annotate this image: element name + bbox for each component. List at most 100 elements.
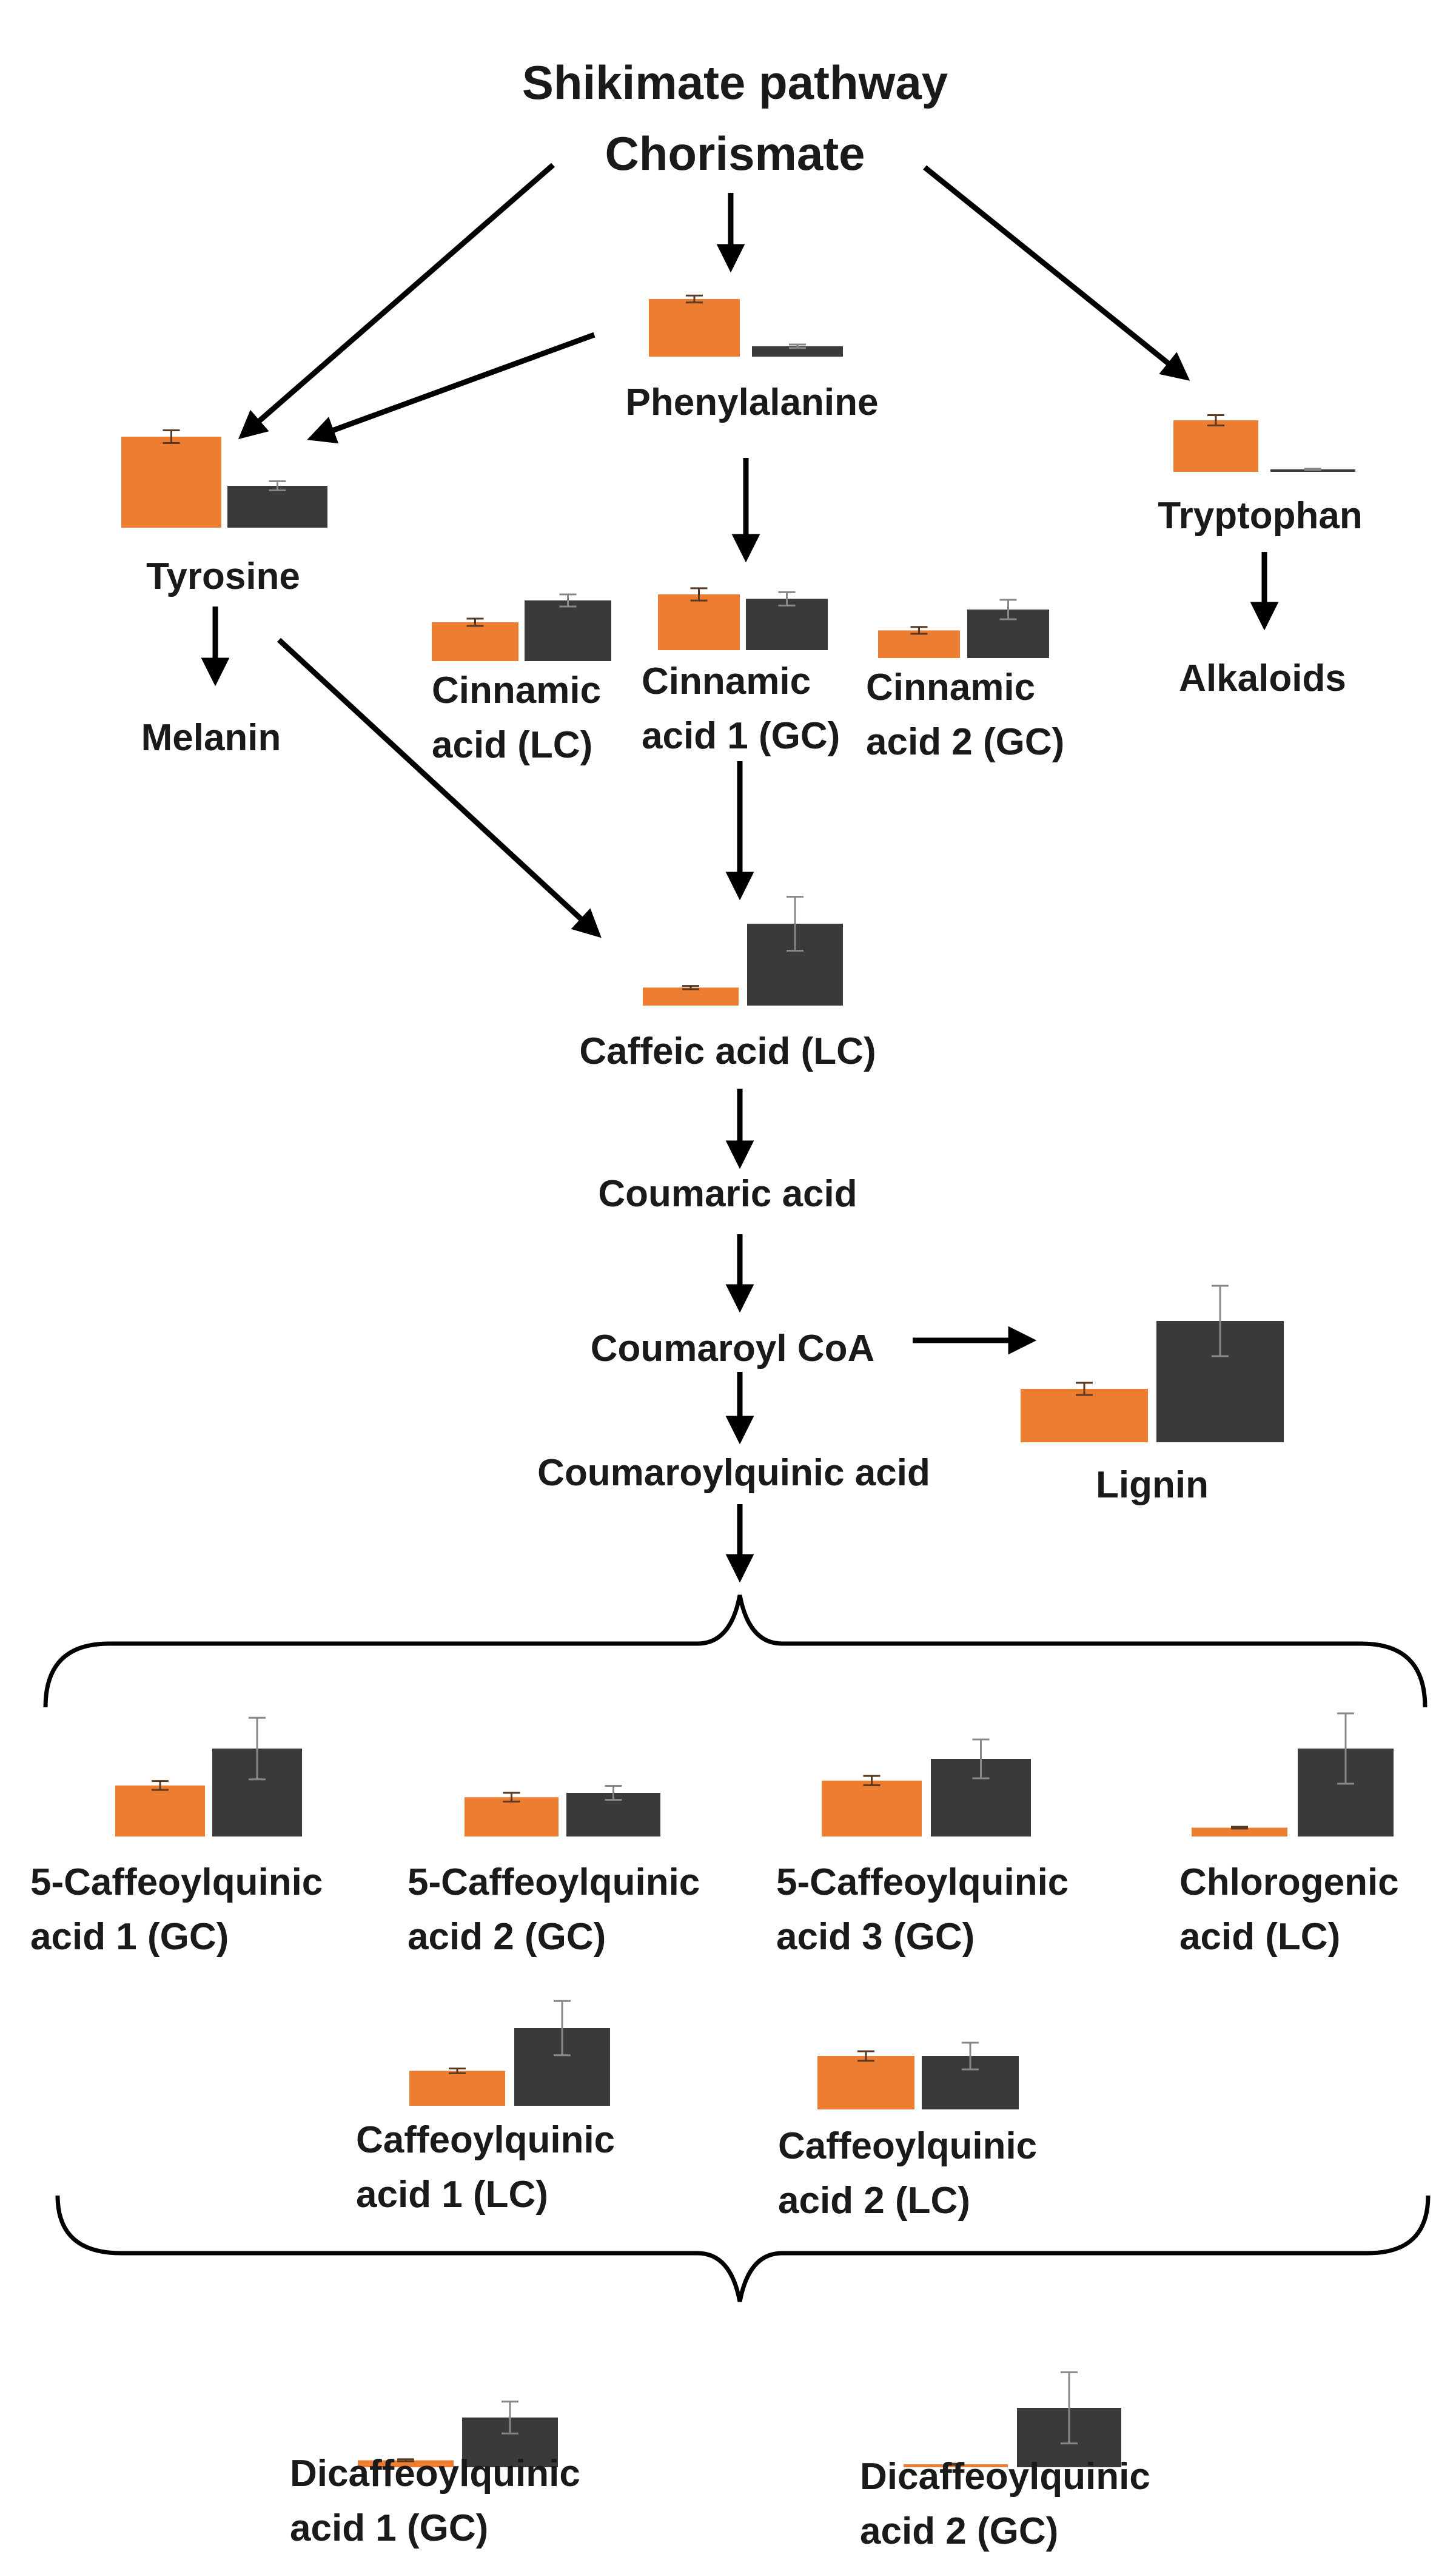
bar-cinnamic-acid-1-gc-b [746,599,828,650]
bar-lignin-a [1021,1389,1148,1442]
bar-group-caffeic-acid-lc [643,895,843,1006]
error-bar-chlorogenic-acid-lc-b [1337,1712,1354,1785]
error-bar-dicaffeoylquinic-acid-1-gc-b [502,2401,518,2435]
label-tyrosine: Tyrosine [146,556,300,597]
error-bar-tryptophan-b [1304,468,1321,471]
brace-bottom [55,2195,1431,2302]
error-bar-caffeoylquinic-acid-2-lc-b [962,2041,979,2071]
bar-tyrosine-a [121,437,221,528]
bar-tyrosine-b [227,486,327,528]
label-5cq1-line2: acid 1 (GC) [30,1916,229,1958]
error-bar-caffeic-acid-lc-b [787,895,803,952]
error-bar-phenylalanine-b [789,343,806,349]
bar-group-5-caffeoylquinic-acid-1-gc [115,1716,302,1836]
bar-group-5-caffeoylquinic-acid-3-gc [822,1738,1031,1836]
error-bar-caffeoylquinic-acid-1-lc-a [449,2068,466,2074]
error-bar-tyrosine-a [163,429,180,444]
bar-cinnamic-acid-1-gc-a [658,594,740,650]
arrow-tyrosine-caffeic [277,637,602,938]
brace-top [43,1594,1427,1708]
bar-group-cinnamic-acid-1-gc [658,587,828,650]
bar-group-5-caffeoylquinic-acid-2-gc [465,1784,660,1836]
label-phenylalanine: Phenylalanine [625,381,879,423]
label-5cq3-line1: 5-Caffeoylquinic [776,1861,1069,1903]
bar-group-dicaffeoylquinic-acid-2-gc [904,2371,1121,2467]
bar-cinnamic-acid-2-gc-a [878,630,960,658]
bar-group-chlorogenic-acid-lc [1192,1712,1394,1836]
title-chorismate: Chorismate [605,127,865,180]
bar-group-tyrosine [121,429,327,528]
label-caffeic-acid: Caffeic acid (LC) [579,1030,876,1072]
title-shikimate-pathway: Shikimate pathway [522,56,948,109]
label-coumaroyl-coa: Coumaroyl CoA [590,1328,875,1369]
bar-phenylalanine-a [649,299,740,357]
error-bar-caffeic-acid-lc-a [682,985,699,990]
bar-5-caffeoylquinic-acid-3-gc-a [822,1780,922,1836]
bar-5-caffeoylquinic-acid-2-gc-a [465,1797,559,1836]
bar-group-cinnamic-acid-2-gc [878,599,1049,658]
bar-group-caffeoylquinic-acid-1-lc [409,2000,610,2106]
error-bar-5-caffeoylquinic-acid-1-gc-b [249,1716,266,1781]
error-bar-lignin-b [1212,1285,1229,1357]
error-bar-lignin-a [1076,1382,1093,1396]
label-cql2-line1: Caffeoylquinic [778,2125,1038,2167]
label-dcq2-line1: Dicaffeoylquinic [860,2456,1150,2498]
label-lignin: Lignin [1096,1464,1209,1506]
bar-chlorogenic-acid-lc-a [1192,1827,1287,1836]
bar-group-lignin [1021,1285,1284,1442]
bar-group-caffeoylquinic-acid-2-lc [817,2041,1019,2109]
bar-cinnamic-acid-lc-b [525,600,611,661]
label-melanin: Melanin [141,717,281,759]
label-dcq1-line1: Dicaffeoylquinic [290,2453,580,2495]
bar-charts [115,294,1394,2467]
error-bar-dicaffeoylquinic-acid-1-gc-a [397,2458,414,2462]
error-bar-cinnamic-acid-lc-b [559,593,577,608]
label-cinnamic-lc-line2: acid (LC) [432,724,593,766]
label-chlorogenic-line2: acid (LC) [1179,1916,1341,1958]
label-chlorogenic-line1: Chlorogenic [1179,1861,1399,1903]
bar-cinnamic-acid-lc-a [432,622,518,661]
bar-group-phenylalanine [649,294,843,357]
error-bar-caffeoylquinic-acid-1-lc-b [554,2000,571,2057]
error-bar-5-caffeoylquinic-acid-3-gc-a [863,1775,881,1787]
bar-caffeoylquinic-acid-2-lc-a [817,2056,914,2109]
label-5cq2-line1: 5-Caffeoylquinic [408,1861,700,1903]
error-bar-cinnamic-acid-lc-a [466,617,484,627]
label-cinnamic-gc2-line1: Cinnamic [866,667,1036,708]
label-cql2-line2: acid 2 (LC) [778,2180,970,2222]
error-bar-cinnamic-acid-2-gc-b [999,599,1017,620]
label-coumaroylquinic-acid: Coumaroylquinic acid [537,1452,930,1494]
bar-tryptophan-a [1173,420,1258,472]
bar-phenylalanine-b [752,346,843,357]
error-bar-caffeoylquinic-acid-2-lc-a [857,2050,874,2062]
label-cinnamic-gc2-line2: acid 2 (GC) [866,721,1065,763]
bar-5-caffeoylquinic-acid-1-gc-a [115,1785,205,1836]
error-bar-cinnamic-acid-2-gc-a [910,626,928,635]
error-bar-chlorogenic-acid-lc-a [1231,1826,1248,1830]
bar-group-tryptophan [1173,414,1355,472]
bar-group-cinnamic-acid-lc [432,593,611,661]
error-bar-5-caffeoylquinic-acid-2-gc-b [605,1784,622,1801]
arrow-phenylalanine-tyrosine [307,332,595,444]
bar-caffeoylquinic-acid-1-lc-a [409,2071,505,2106]
error-bar-dicaffeoylquinic-acid-2-gc-b [1061,2371,1078,2445]
error-bar-5-caffeoylquinic-acid-1-gc-a [152,1780,169,1791]
label-cinnamic-lc-line1: Cinnamic [432,670,602,711]
error-bar-5-caffeoylquinic-acid-3-gc-b [972,1738,990,1779]
error-bar-5-caffeoylquinic-acid-2-gc-a [503,1792,520,1803]
label-alkaloids: Alkaloids [1179,657,1346,699]
error-bar-dicaffeoylquinic-acid-2-gc-a [947,2462,964,2466]
label-cinnamic-gc1-line2: acid 1 (GC) [642,715,840,757]
label-dcq1-line2: acid 1 (GC) [290,2507,489,2549]
error-bar-tryptophan-a [1207,414,1224,426]
label-cql1-line2: acid 1 (LC) [356,2174,548,2216]
label-cinnamic-gc1-line1: Cinnamic [642,660,811,702]
label-5cq2-line2: acid 2 (GC) [408,1916,606,1958]
bar-group-dicaffeoylquinic-acid-1-gc [358,2401,558,2467]
label-cql1-line1: Caffeoylquinic [356,2119,616,2161]
arrow-chorismate-tyrosine [238,163,555,440]
label-coumaric-acid: Coumaric acid [598,1173,857,1215]
error-bar-cinnamic-acid-1-gc-a [690,587,708,602]
error-bar-phenylalanine-a [686,294,703,304]
